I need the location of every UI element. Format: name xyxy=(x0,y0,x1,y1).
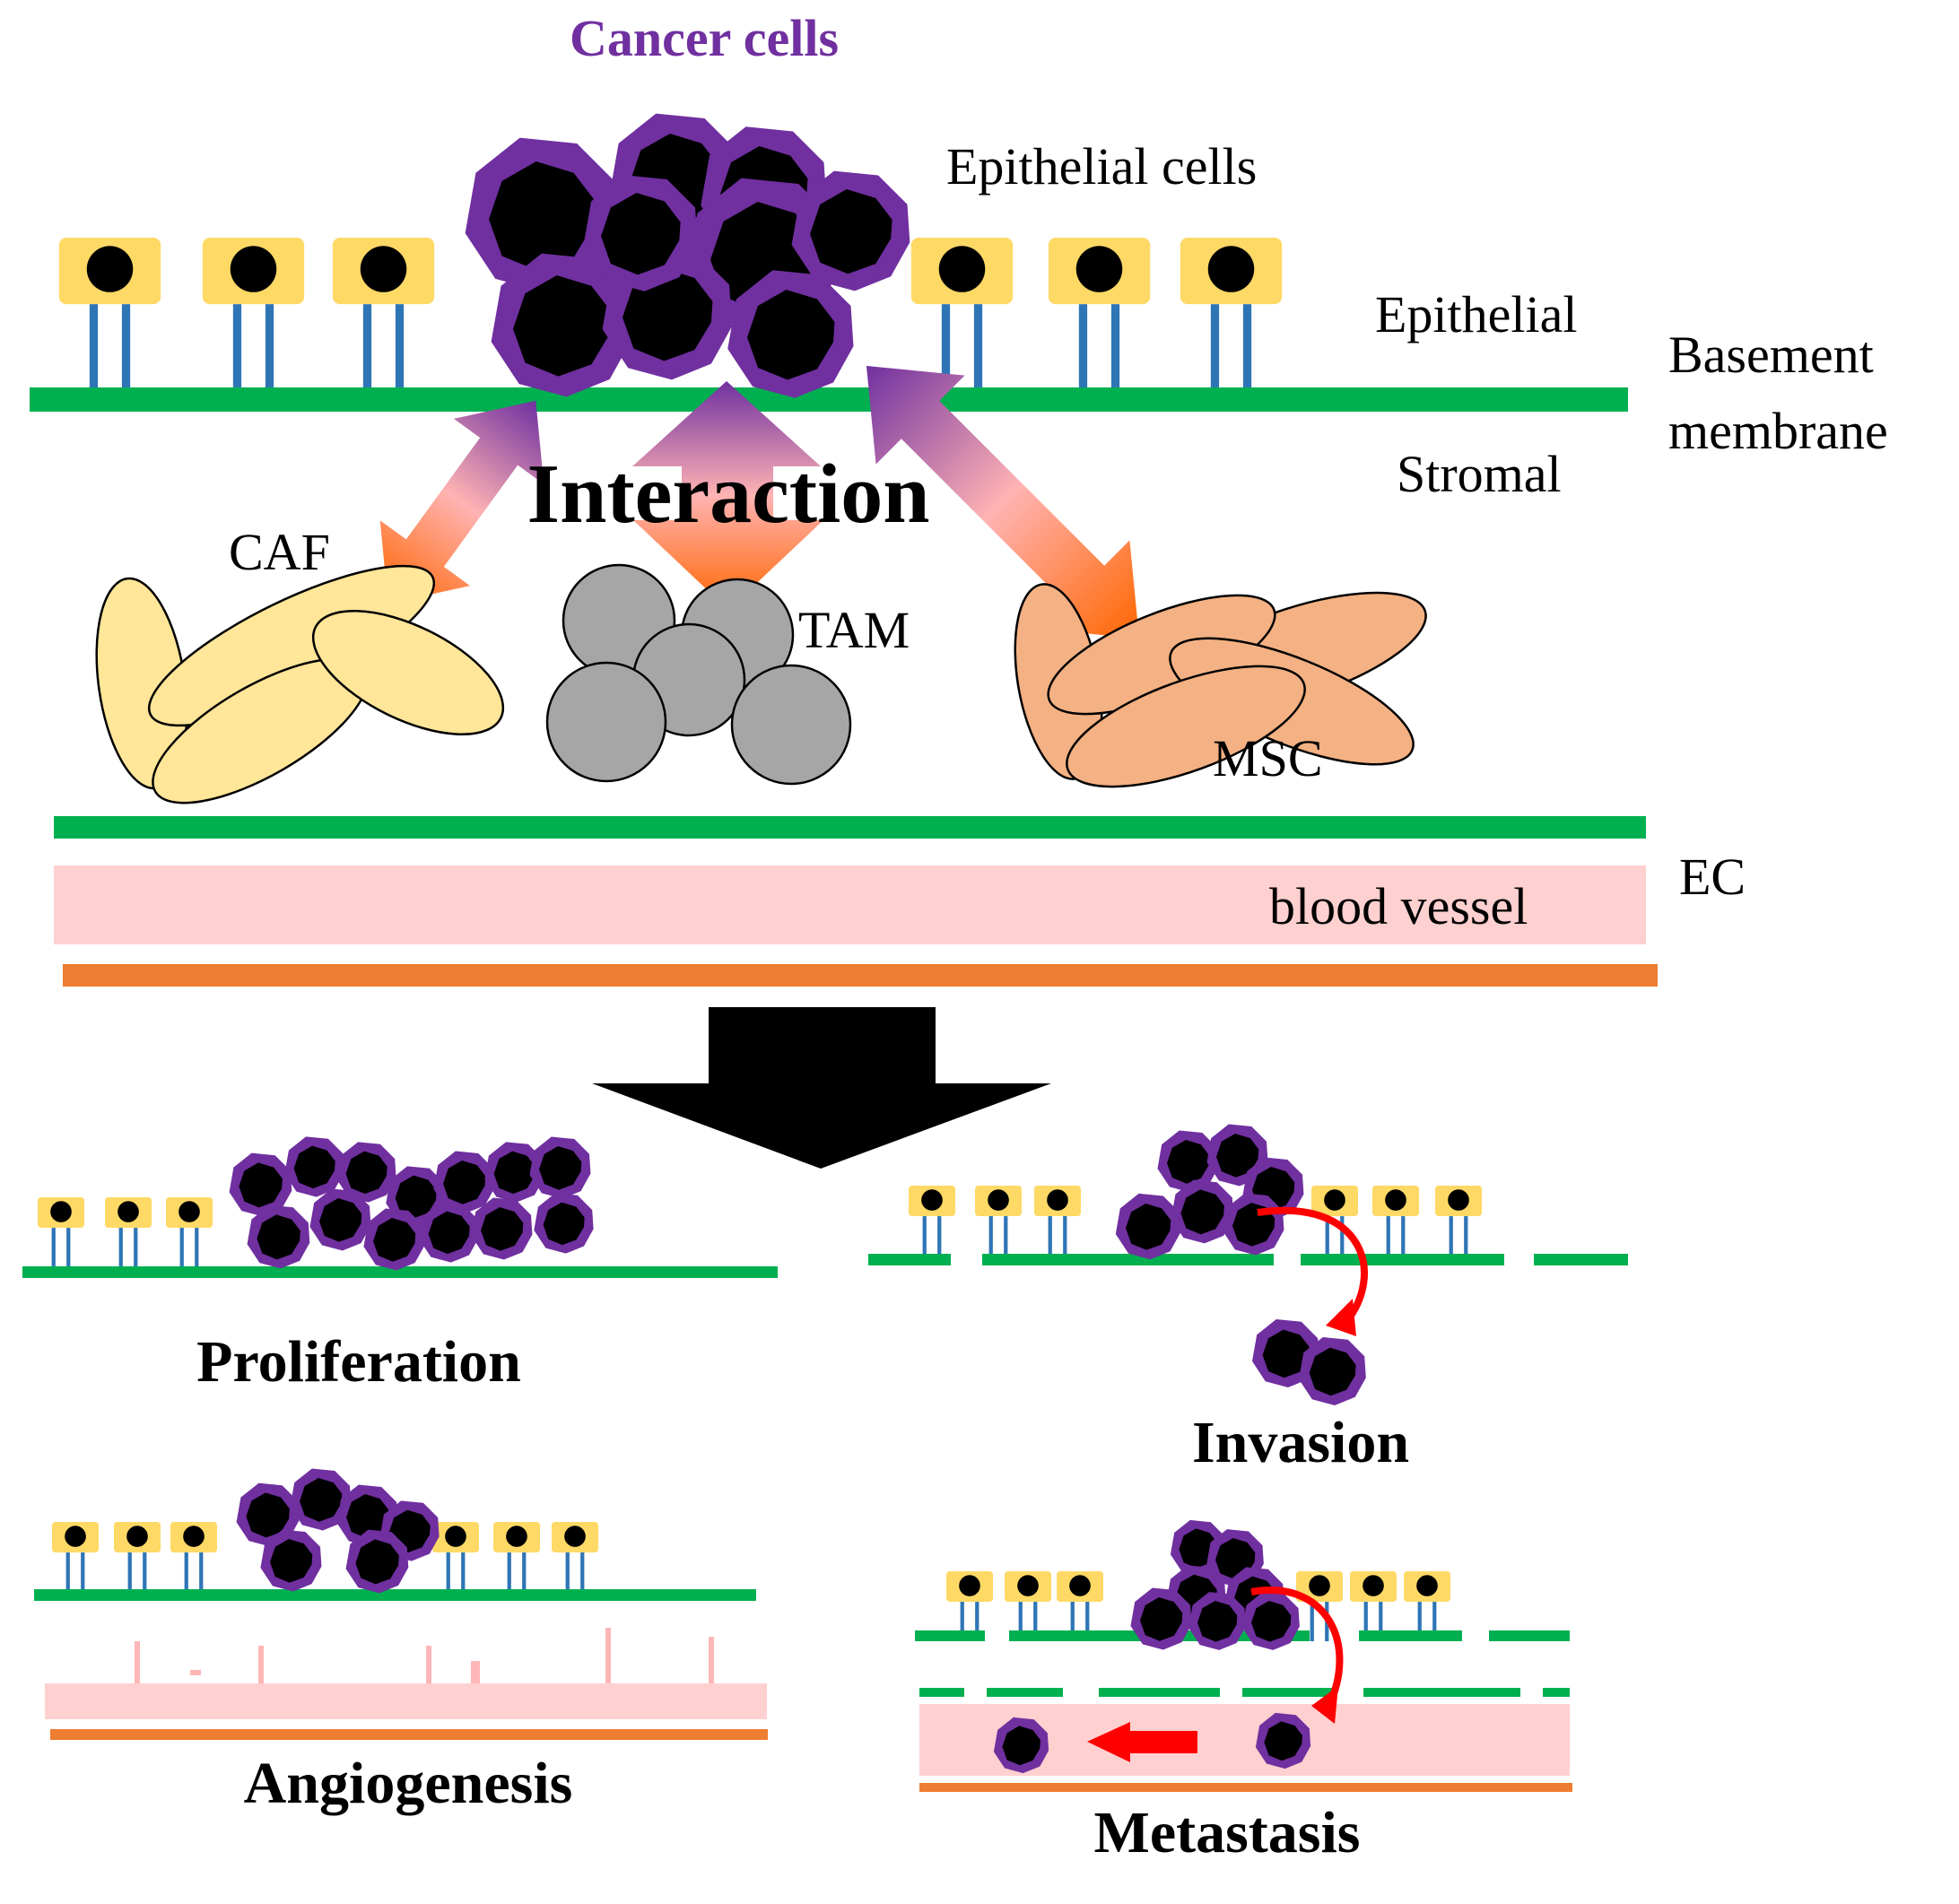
epithelial-cell xyxy=(1180,238,1283,390)
epithelial-layer-label: Epithelial xyxy=(1375,285,1578,343)
ec-label: EC xyxy=(1679,848,1746,906)
proliferation-panel: Proliferation xyxy=(22,1136,778,1395)
cancer-cell xyxy=(1115,1193,1181,1260)
blood-vessel xyxy=(45,1683,767,1719)
epithelial-cell xyxy=(432,1522,479,1592)
basement-membrane-segment xyxy=(1534,1254,1628,1265)
epithelial-cell xyxy=(114,1522,161,1592)
basement-membrane-segment xyxy=(1301,1254,1504,1265)
epithelial-cell xyxy=(52,1522,99,1592)
interaction-arrow-msc xyxy=(866,365,1140,639)
vessel-sprout xyxy=(471,1661,480,1686)
epithelial-cell xyxy=(910,238,1014,390)
stromal-layer-label: Stromal xyxy=(1397,445,1562,503)
basement-membrane-segment xyxy=(868,1254,951,1265)
caf-label: CAF xyxy=(229,523,330,581)
tam-cell xyxy=(730,664,852,786)
cancer-cell-cluster xyxy=(1115,1124,1304,1260)
angiogenesis-panel: Angiogenesis xyxy=(34,1468,768,1816)
blood-vessel-label: blood vessel xyxy=(1269,877,1528,935)
metastasis-panel: Metastasis xyxy=(915,1519,1572,1865)
epithelial-cell xyxy=(493,1522,540,1592)
angiogenesis-label: Angiogenesis xyxy=(244,1751,573,1816)
basement-membrane-label-line2: membrane xyxy=(1668,402,1888,460)
invasion-arrowhead xyxy=(1326,1299,1356,1336)
basement-membrane-segment xyxy=(1489,1630,1570,1641)
interaction-arrow-tam xyxy=(632,381,823,610)
basement-membrane-segment xyxy=(1359,1630,1462,1641)
tam-cell xyxy=(545,661,667,783)
invasion-panel: Invasion xyxy=(868,1124,1628,1475)
interaction-arrow-caf xyxy=(379,400,544,604)
epithelial-cell xyxy=(58,238,161,390)
cancer-cell xyxy=(534,1193,594,1254)
epithelial-cell xyxy=(1034,1186,1081,1256)
epithelial-cell xyxy=(38,1197,84,1267)
basement-membrane-line xyxy=(30,387,1628,412)
vessel-sprout xyxy=(190,1670,201,1675)
basement-membrane-segment xyxy=(982,1254,1274,1265)
vessel-sprout xyxy=(605,1628,611,1686)
basement-membrane-segment xyxy=(1543,1688,1570,1697)
vessel-basement-membrane xyxy=(54,816,1646,839)
cancer-cell-cluster xyxy=(236,1468,440,1594)
vessel-basement-membrane xyxy=(919,1688,1570,1697)
cancer-cell-cluster xyxy=(1130,1519,1300,1650)
tam-cell-group xyxy=(545,563,852,786)
cancer-cell xyxy=(529,1136,591,1199)
vessel-sprout xyxy=(709,1637,714,1686)
vessel-sprout xyxy=(426,1646,431,1686)
intravasation-arrow xyxy=(1250,1587,1344,1710)
epithelial-cell xyxy=(552,1522,598,1592)
vessel-sprout xyxy=(135,1641,140,1686)
epithelial-cell xyxy=(1048,238,1151,390)
endothelium-line xyxy=(50,1729,768,1740)
epithelial-cell xyxy=(105,1197,152,1267)
basement-membrane-line xyxy=(22,1266,778,1278)
cancer-cell xyxy=(284,1136,344,1197)
epithelial-cell xyxy=(202,238,305,390)
basement-membrane-segment xyxy=(1242,1688,1332,1697)
epithelial-cell xyxy=(166,1197,213,1267)
basement-membrane-line xyxy=(34,1589,756,1601)
basement-membrane-segment xyxy=(915,1630,985,1641)
tam-label: TAM xyxy=(798,601,910,659)
basement-membrane-segment xyxy=(919,1688,964,1697)
epithelial-cell xyxy=(170,1522,217,1592)
invasion-arrow xyxy=(1257,1207,1368,1326)
cancer-cells-label: Cancer cells xyxy=(570,9,839,67)
caf-cell xyxy=(311,610,505,735)
epithelial-cell xyxy=(332,238,435,390)
epithelial-cell xyxy=(1435,1186,1482,1256)
epithelial-cell xyxy=(975,1186,1022,1256)
outcome-arrow xyxy=(592,1007,1051,1169)
caf-cell-group xyxy=(95,564,505,804)
invasion-label: Invasion xyxy=(1192,1410,1409,1475)
msc-cell-group xyxy=(1014,583,1427,788)
intravasation-arrowhead xyxy=(1311,1686,1338,1724)
basement-membrane-segment xyxy=(1363,1688,1520,1697)
msc-cell xyxy=(1066,665,1306,788)
metastasis-label: Metastasis xyxy=(1094,1800,1361,1865)
cancer-cell-cluster xyxy=(229,1136,594,1271)
basement-membrane-label-line1: Basement xyxy=(1668,326,1874,384)
blood-vessel xyxy=(54,865,1646,944)
epithelial-cell xyxy=(909,1186,955,1256)
endothelium-line xyxy=(919,1783,1572,1792)
interaction-label: Interaction xyxy=(527,448,929,541)
circulation-arrow xyxy=(1087,1722,1197,1762)
basement-membrane-segment xyxy=(987,1688,1063,1697)
epithelial-cells-label: Epithelial cells xyxy=(946,137,1257,196)
cancer-cell-cluster xyxy=(465,113,910,398)
epithelial-cell xyxy=(1372,1186,1419,1256)
basement-membrane-segment xyxy=(1099,1688,1220,1697)
endothelium-line xyxy=(63,964,1658,987)
proliferation-label: Proliferation xyxy=(196,1329,521,1395)
vessel-sprout xyxy=(258,1646,264,1686)
msc-label: MSC xyxy=(1213,729,1323,787)
sprouting-vessels xyxy=(135,1628,714,1686)
